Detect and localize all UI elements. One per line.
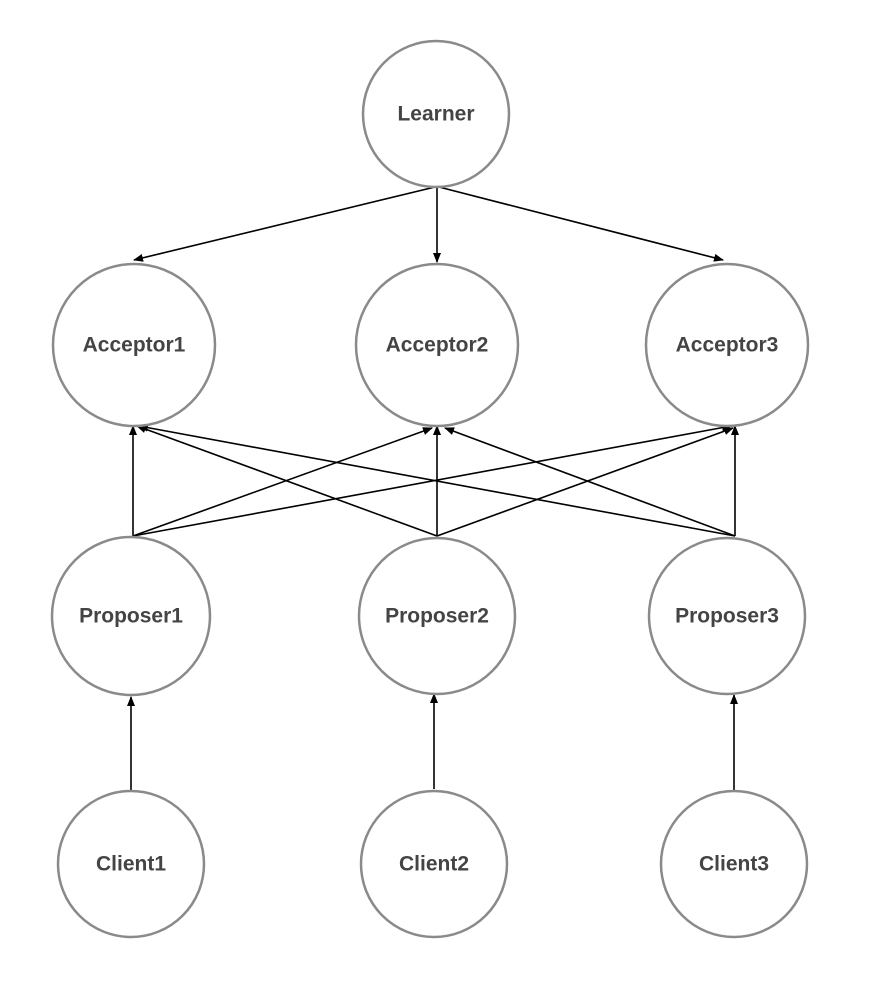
- edge-proposer1-acceptor2: [132, 427, 433, 537]
- node-label-acceptor1: Acceptor1: [83, 334, 186, 357]
- node-client1: Client1: [56, 789, 206, 939]
- node-acceptor3: Acceptor3: [644, 262, 810, 428]
- edge-proposer2-acceptor3: [436, 427, 734, 537]
- node-acceptor1: Acceptor1: [51, 262, 217, 428]
- edge-proposer3-acceptor1: [138, 423, 736, 537]
- edge-learner-acceptor3: [438, 186, 724, 262]
- node-client2: Client2: [359, 789, 509, 939]
- edge-proposer1-acceptor3: [132, 423, 732, 537]
- edge-learner-acceptor1: [133, 186, 436, 262]
- node-label-proposer2: Proposer2: [385, 605, 489, 628]
- node-proposer1: Proposer1: [50, 535, 212, 697]
- node-label-acceptor3: Acceptor3: [676, 334, 779, 357]
- node-proposer3: Proposer3: [647, 536, 807, 696]
- node-label-client3: Client3: [699, 853, 769, 876]
- node-label-learner: Learner: [397, 103, 474, 126]
- node-learner: Learner: [361, 39, 511, 189]
- node-label-acceptor2: Acceptor2: [386, 334, 489, 357]
- node-label-proposer1: Proposer1: [79, 605, 183, 628]
- edge-proposer3-acceptor2: [444, 427, 736, 537]
- node-acceptor2: Acceptor2: [354, 262, 520, 428]
- edge-proposer2-acceptor1: [136, 425, 438, 537]
- node-label-client2: Client2: [399, 853, 469, 876]
- node-label-client1: Client1: [96, 853, 166, 876]
- node-proposer2: Proposer2: [357, 536, 517, 696]
- node-client3: Client3: [659, 789, 809, 939]
- node-label-proposer3: Proposer3: [675, 605, 779, 628]
